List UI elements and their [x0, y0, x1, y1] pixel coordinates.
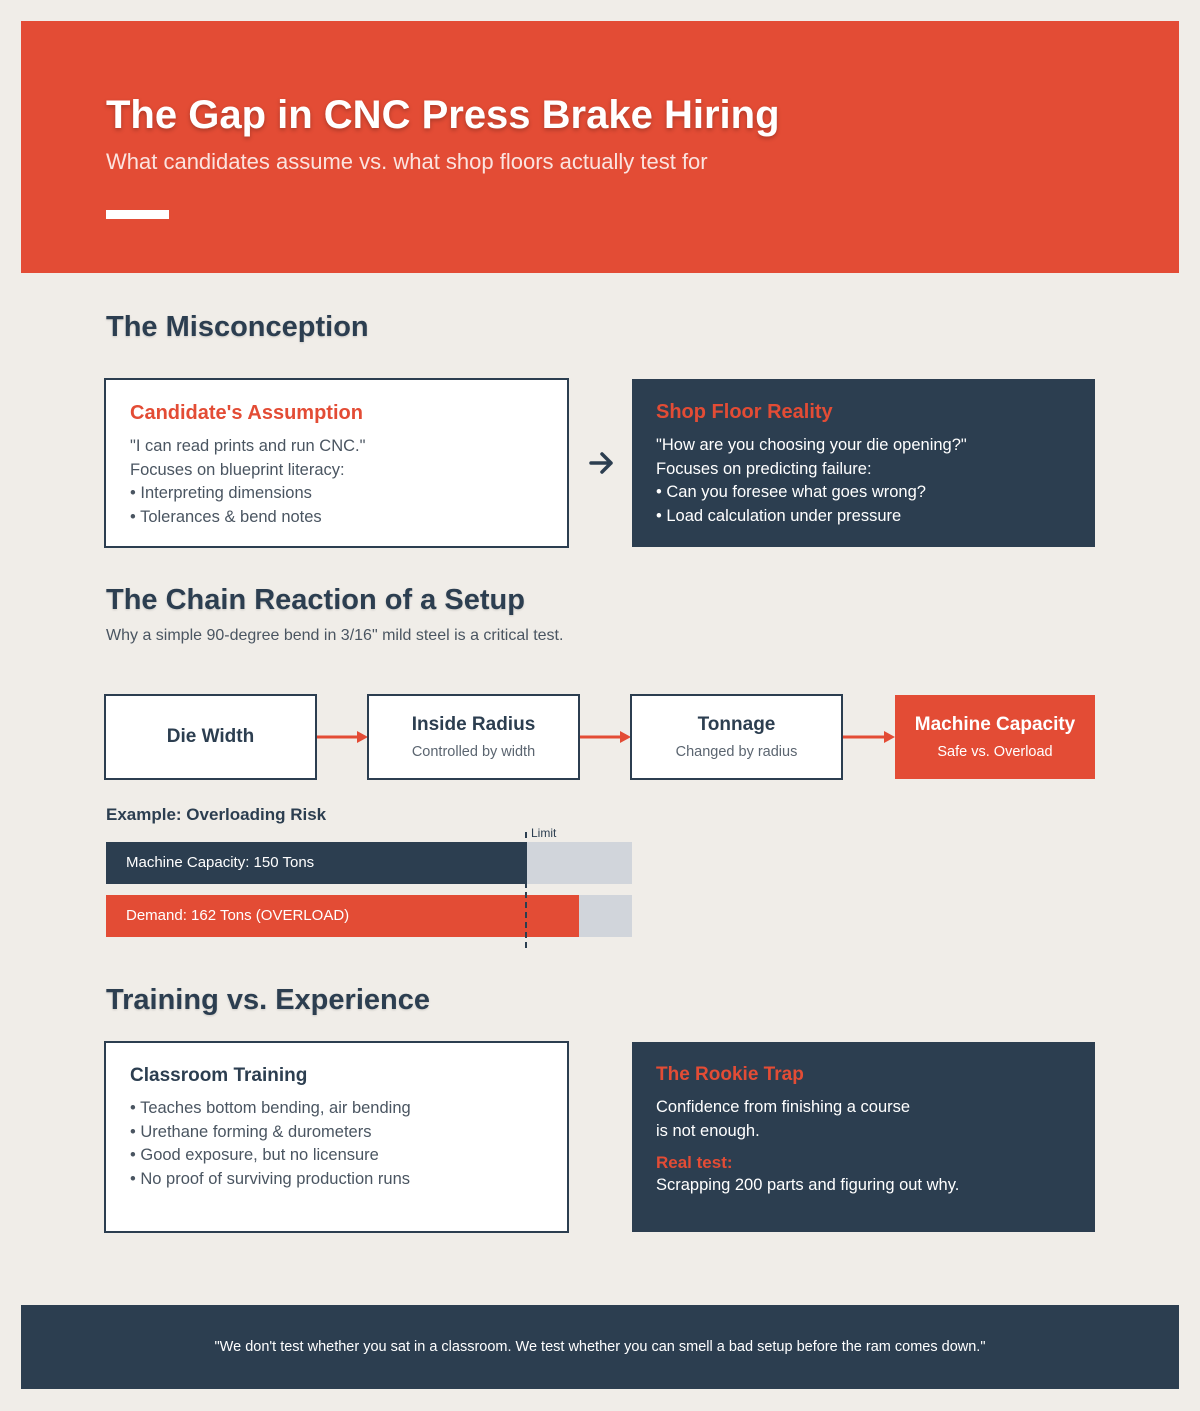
reality-line: Focuses on predicting failure: — [656, 459, 872, 478]
step-inside-radius: Inside Radius Controlled by width — [367, 694, 580, 780]
chain-subheading: Why a simple 90-degree bend in 3/16" mil… — [106, 627, 564, 644]
real-test-text: Scrapping 200 parts and figuring out why… — [656, 1176, 960, 1195]
assumption-line: "I can read prints and run CNC." — [130, 437, 366, 455]
reality-line: • Can you foresee what goes wrong? — [656, 483, 926, 502]
header-banner: The Gap in CNC Press Brake Hiring What c… — [21, 21, 1179, 273]
step-subtitle: Safe vs. Overload — [937, 744, 1053, 760]
assumption-title: Candidate's Assumption — [130, 402, 363, 424]
step-title: Inside Radius — [411, 714, 536, 735]
step-die-width: Die Width — [104, 694, 317, 780]
reality-line: "How are you choosing your die opening?" — [656, 436, 967, 454]
classroom-line: • No proof of surviving production runs — [130, 1170, 411, 1189]
step-subtitle: Controlled by width — [411, 744, 536, 760]
rookie-line: is not enough. — [656, 1121, 760, 1140]
assumption-line: Focuses on blueprint literacy: — [130, 460, 345, 479]
classroom-line: • Teaches bottom bending, air bending — [130, 1099, 411, 1117]
reality-line: • Load calculation under pressure — [656, 507, 902, 526]
step-tonnage: Tonnage Changed by radius — [630, 694, 843, 780]
rookie-line: Confidence from finishing a course — [656, 1098, 911, 1116]
classroom-title: Classroom Training — [130, 1065, 308, 1086]
rookie-card: The Rookie Trap Confidence from finishin… — [632, 1042, 1095, 1232]
step-machine-capacity: Machine Capacity Safe vs. Overload — [895, 695, 1095, 779]
reality-title: Shop Floor Reality — [656, 401, 833, 423]
capacity-bar-track: Machine Capacity: 150 Tons — [106, 842, 632, 884]
chain-heading: The Chain Reaction of a Setup — [106, 584, 525, 616]
demand-bar-label: Demand: 162 Tons (OVERLOAD) — [126, 907, 350, 924]
rookie-title: The Rookie Trap — [656, 1064, 804, 1085]
capacity-bar-fill — [106, 842, 527, 884]
capacity-bar-label: Machine Capacity: 150 Tons — [126, 854, 315, 871]
assumption-line: • Interpreting dimensions — [130, 484, 312, 503]
footer-quote: "We don't test whether you sat in a clas… — [214, 1339, 986, 1355]
assumption-card: Candidate's Assumption "I can read print… — [104, 378, 569, 548]
classroom-line: • Urethane forming & durometers — [130, 1122, 372, 1141]
misconception-heading: The Misconception — [106, 311, 369, 343]
step-title: Machine Capacity — [914, 714, 1076, 735]
step-connector-arrow — [843, 731, 895, 743]
example-label: Example: Overloading Risk — [106, 805, 327, 824]
reality-card: Shop Floor Reality "How are you choosing… — [632, 379, 1095, 547]
demand-bar-fill — [106, 895, 579, 937]
step-connector-arrow — [317, 731, 368, 743]
demand-bar-track: Demand: 162 Tons (OVERLOAD) — [106, 895, 632, 937]
classroom-card: Classroom Training • Teaches bottom bend… — [104, 1041, 569, 1233]
header-accent-bar — [106, 210, 169, 219]
step-subtitle: Changed by radius — [675, 744, 798, 760]
step-title: Die Width — [166, 726, 255, 747]
limit-line — [525, 832, 527, 948]
arrow-right-icon — [589, 452, 613, 474]
page-title: The Gap in CNC Press Brake Hiring — [106, 93, 780, 137]
classroom-line: • Good exposure, but no licensure — [130, 1146, 379, 1165]
assumption-line: • Tolerances & bend notes — [130, 508, 322, 527]
page-subtitle: What candidates assume vs. what shop flo… — [106, 149, 708, 174]
step-connector-arrow — [580, 731, 631, 743]
training-heading: Training vs. Experience — [106, 984, 430, 1016]
real-test-label: Real test: — [656, 1153, 733, 1173]
step-title: Tonnage — [697, 714, 776, 735]
footer-banner: "We don't test whether you sat in a clas… — [21, 1305, 1179, 1389]
limit-label: Limit — [531, 826, 557, 840]
